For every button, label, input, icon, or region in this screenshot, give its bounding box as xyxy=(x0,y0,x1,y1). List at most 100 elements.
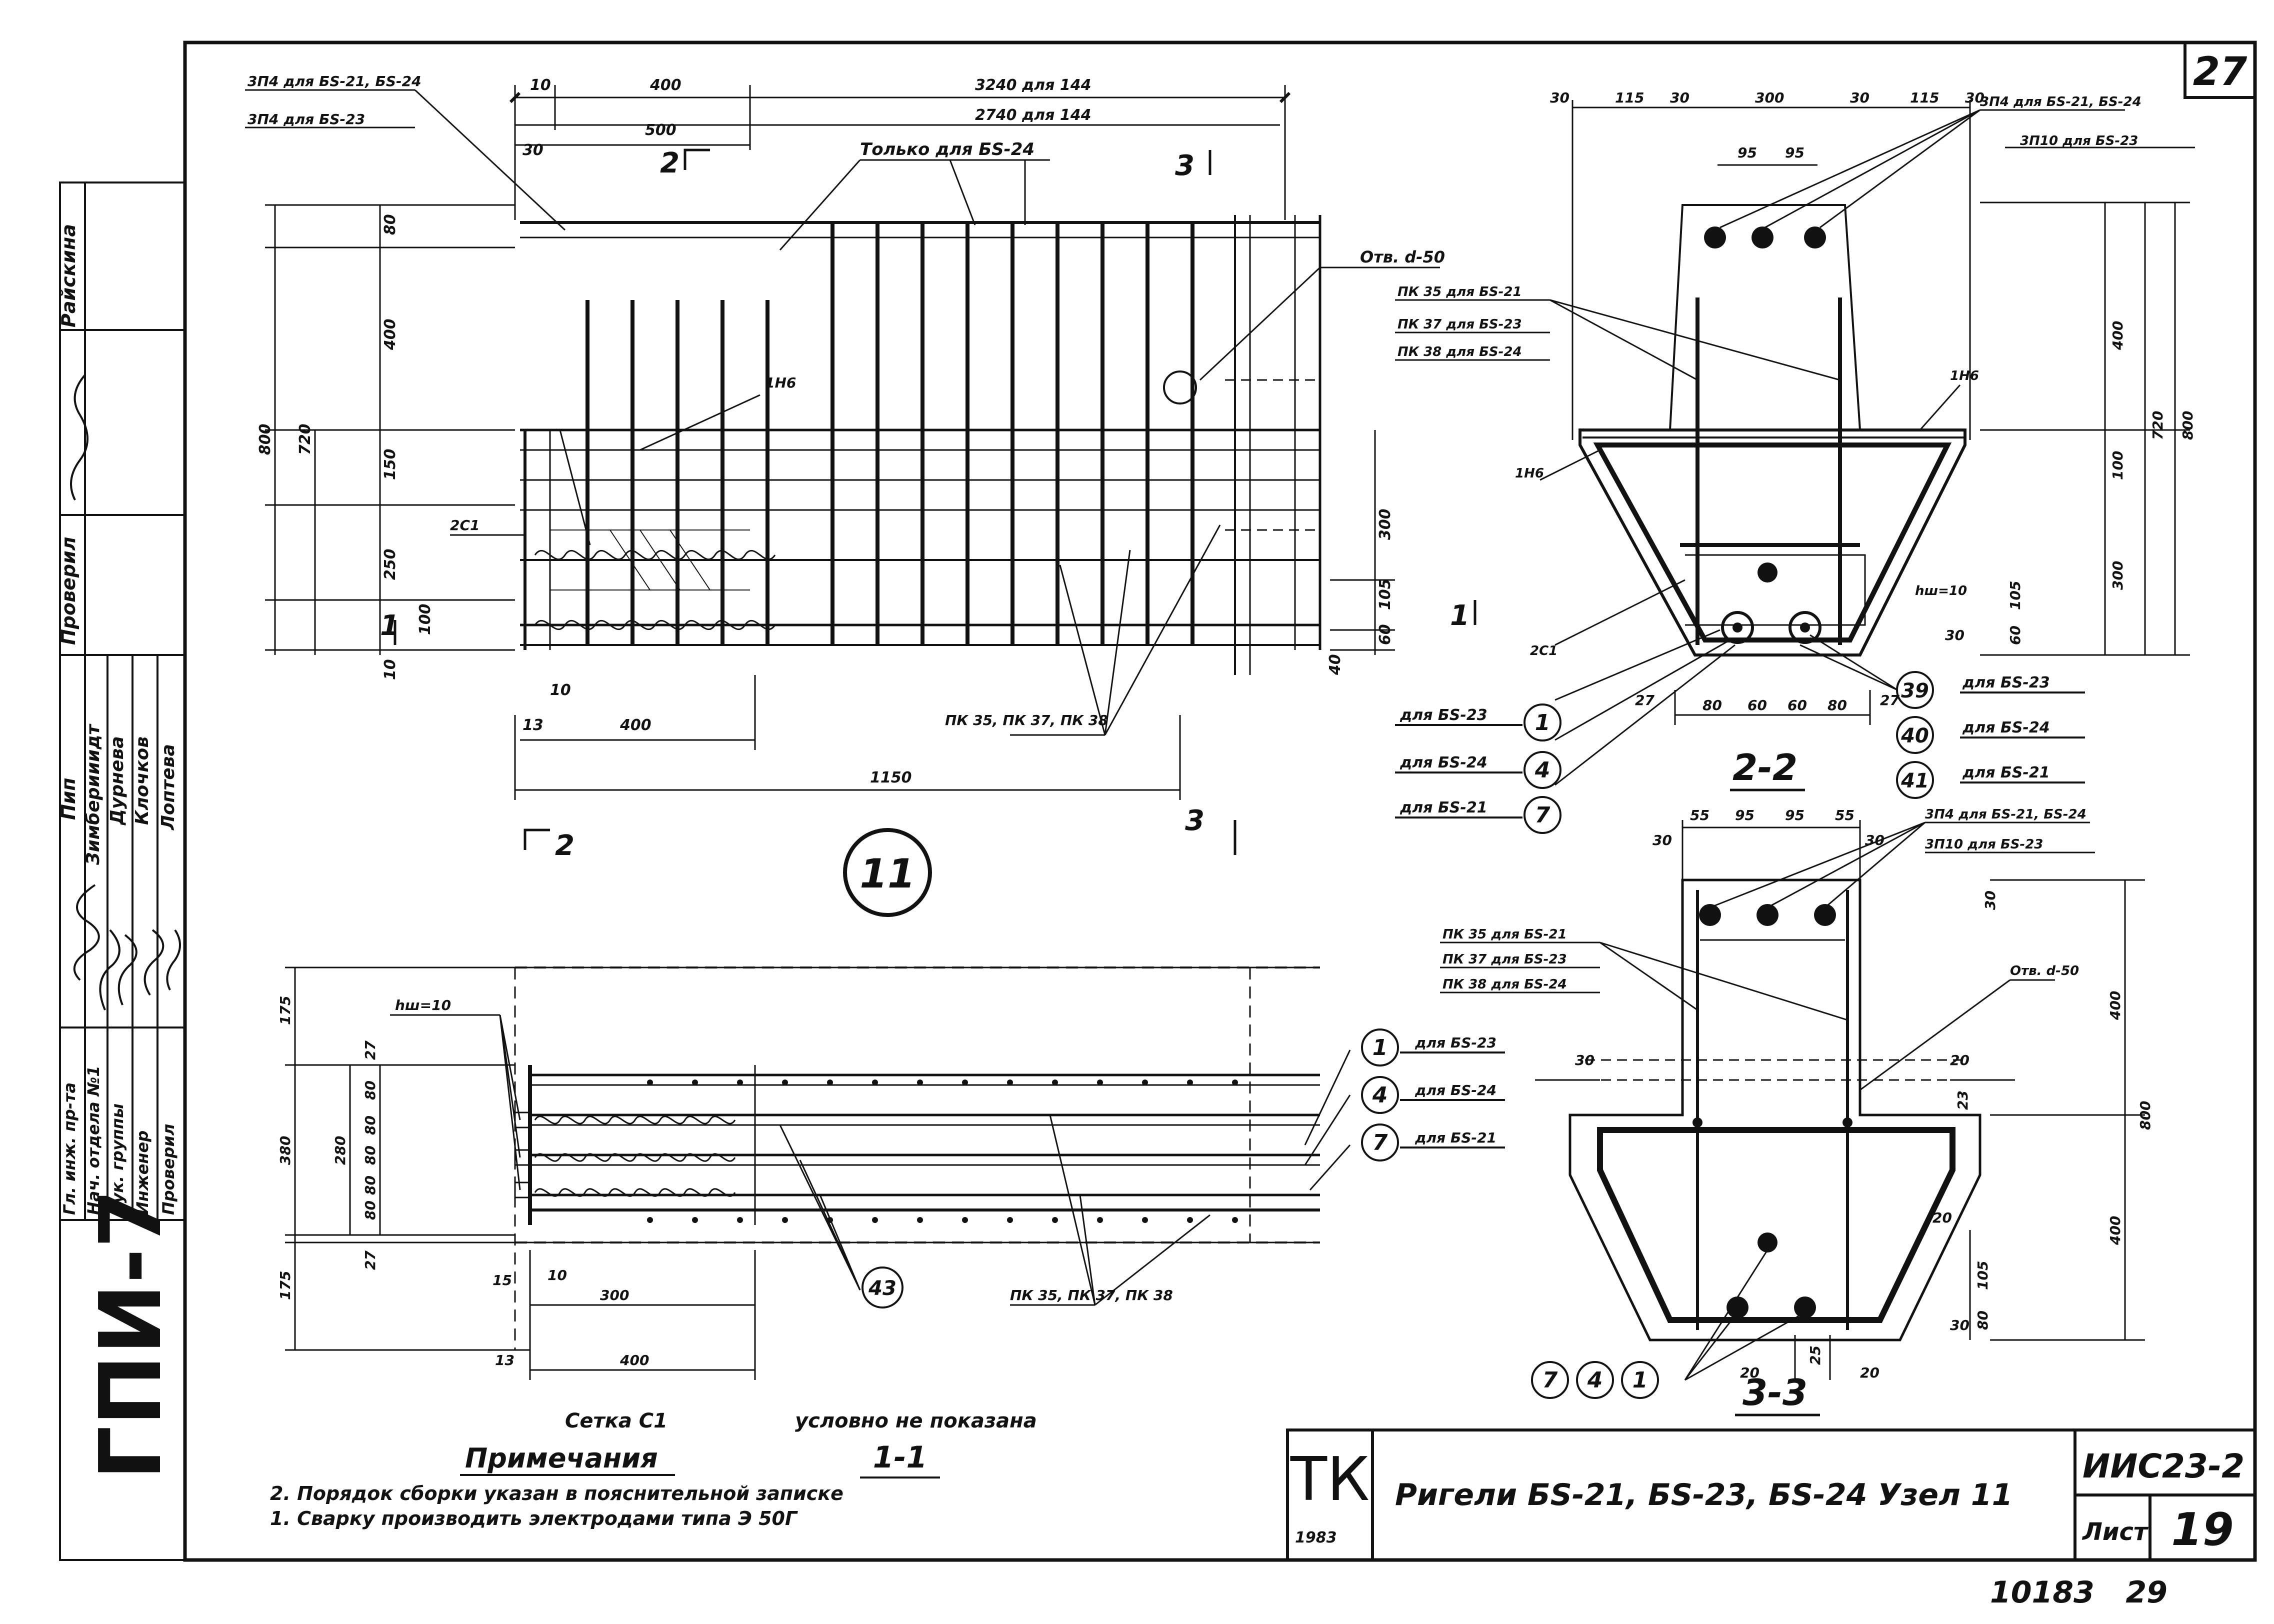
s33-r-30: 30 xyxy=(1982,890,1998,910)
s11-m1-text: для БS-23 xyxy=(1414,1034,1496,1051)
list-number: 19 xyxy=(2171,1504,2234,1556)
org-mark: ТК xyxy=(1290,1445,1370,1514)
s22-b-30: 30 xyxy=(1945,627,1964,644)
s22-r-60: 60 xyxy=(2007,626,2024,645)
s22-dim-5: 115 xyxy=(1910,90,1939,106)
dim-bottom-10: 10 xyxy=(550,682,571,699)
handwritten-signatures xyxy=(70,374,181,1010)
dim-right-40: 40 xyxy=(1326,654,1344,676)
sig-top-role: Проверил xyxy=(58,536,80,645)
s33-callout-l0: ПК 35 для БS-21 xyxy=(1442,927,1567,942)
s11-b-400: 400 xyxy=(620,1352,649,1368)
s22-dim-0: 30 xyxy=(1550,90,1570,106)
s33-m-20d: 20 xyxy=(1860,1364,1880,1381)
notes-title: Примечания xyxy=(465,1442,658,1474)
s11-hsh: hш=10 xyxy=(395,997,451,1014)
s11-m4-id: 4 xyxy=(1372,1082,1388,1108)
s22-m40-id: 40 xyxy=(1900,724,1929,748)
sig-name-1: Зимберииидт xyxy=(83,724,104,866)
s22-label-2c1: 2С1 xyxy=(1530,644,1558,658)
section-3-3-dimlines xyxy=(1535,820,2145,1341)
section-2-2-marker-text: 1 для БS-23 4 для БS-24 7 для БS-21 39 д… xyxy=(1400,674,2050,828)
s22-callout-l2: ПК 38 для БS-24 xyxy=(1398,344,1522,360)
s11-marker-43-text: 43 xyxy=(868,1277,896,1300)
sig-role-4: Инженер xyxy=(133,1130,152,1215)
dim-bottom-13: 13 xyxy=(522,716,544,734)
section-1-1-leaders xyxy=(390,1014,1351,1306)
notes-block: Сетка С1 условно не показана Примечания … xyxy=(270,1410,1037,1530)
note-item-2: 2. Порядок сборки указан в пояснительной… xyxy=(270,1482,844,1504)
sig-name-4: Лоптева xyxy=(158,744,178,830)
section-2-2-bars xyxy=(1704,226,1826,644)
s22-callout-l0: ПК 35 для БS-21 xyxy=(1398,284,1522,300)
hole-d50 xyxy=(1163,370,1197,404)
s22-m7-text: для БS-21 xyxy=(1400,799,1488,816)
s22-dim-7: 95 xyxy=(1738,144,1757,161)
s22-dim-6: 30 xyxy=(1965,90,1984,106)
section-2-2-title: 2-2 xyxy=(1732,746,1798,788)
dim-left-80: 80 xyxy=(382,214,399,235)
dim-right-60: 60 xyxy=(1376,624,1394,645)
dim-400-top: 400 xyxy=(650,76,682,94)
sig-role-2: Нач. отдела №1 xyxy=(84,1066,103,1215)
signature-strip xyxy=(59,182,186,1561)
s11-i-80d: 80 xyxy=(362,1176,378,1195)
section-1-1-marker-43: 43 xyxy=(862,1266,904,1308)
s11-pk: ПК 35, ПК 37, ПК 38 xyxy=(1010,1287,1173,1304)
dim-30: 30 xyxy=(522,142,544,159)
sig-name-2: Дурнева xyxy=(107,736,128,826)
s33-m-20a: 20 xyxy=(1950,1052,1970,1068)
dim-left-10: 10 xyxy=(382,659,399,680)
sig-role-3: Рук. группы xyxy=(108,1104,127,1215)
s11-l-175b: 175 xyxy=(277,1271,294,1300)
s11-l-175a: 175 xyxy=(277,996,294,1025)
s22-b-60a: 60 xyxy=(1748,697,1767,714)
s22-b-27b: 27 xyxy=(1880,692,1900,708)
callout-1n6-main: 1Н6 xyxy=(765,374,796,391)
s22-m40-text: для БS-24 xyxy=(1962,719,2050,736)
list-label: Лист xyxy=(2082,1518,2149,1546)
callout-pk-main: ПК 35, ПК 37, ПК 38 xyxy=(945,712,1108,728)
section-1-1 xyxy=(285,966,1320,1350)
s22-r-105: 105 xyxy=(2007,581,2024,610)
drawing-title: Ригели БS-21, БS-23, БS-24 Узел 11 xyxy=(1395,1478,2012,1512)
section-2-2 xyxy=(1578,204,1966,656)
s11-i-27a: 27 xyxy=(362,1040,378,1060)
mark-1-left: 1 xyxy=(380,610,400,642)
dim-3240: 3240 для 144 xyxy=(975,76,1091,94)
s22-callout-r1: 3П10 для БS-23 xyxy=(2020,134,2138,148)
org-year: 1983 xyxy=(1295,1529,1337,1546)
corner-number: 27 xyxy=(2193,50,2248,94)
s22-b-60b: 60 xyxy=(1788,697,1807,714)
s33-top-55b: 55 xyxy=(1835,807,1854,824)
s22-callout-l1: ПК 37 для БS-23 xyxy=(1398,317,1522,332)
s22-dim-8: 95 xyxy=(1785,144,1804,161)
callout-hole: Отв. d-50 xyxy=(1360,248,1445,266)
s33-m-30b: 30 xyxy=(1950,1317,1970,1334)
s33-callout-l2: ПК 38 для БS-24 xyxy=(1442,977,1567,992)
section-3-3 xyxy=(1568,878,1982,1380)
s11-l-280: 280 xyxy=(332,1136,348,1165)
dim-2740: 2740 для 144 xyxy=(975,106,1091,124)
s22-r-720: 720 xyxy=(2150,411,2166,440)
grid-note-a: Сетка С1 xyxy=(565,1410,668,1432)
s11-l-380: 380 xyxy=(277,1136,294,1165)
s11-m7-id: 7 xyxy=(1372,1130,1388,1156)
s11-b-15: 15 xyxy=(492,1272,512,1288)
s11-b-13: 13 xyxy=(495,1352,514,1368)
signature-text: Райскина Проверил Пип Гл. инж. пр-та Нач… xyxy=(58,224,178,1215)
title-block xyxy=(1286,1428,2256,1562)
sig-role-1: Гл. инж. пр-та xyxy=(60,1082,79,1215)
main-elevation-view xyxy=(520,215,1322,675)
s22-m39-id: 39 xyxy=(1901,680,1929,702)
title-block-text: ТК 1983 Ригели БS-21, БS-23, БS-24 Узел … xyxy=(1290,1445,2244,1556)
node-marker: 11 xyxy=(843,828,932,917)
section-3-3-callouts: 3П4 для БS-21, БS-24 3П10 для БS-23 Отв.… xyxy=(1442,807,2086,992)
s33-r-800: 800 xyxy=(2137,1101,2154,1130)
section-2-2-dimtext: 30 115 30 300 30 115 30 95 95 400 720 80… xyxy=(1550,90,2196,714)
s11-i-27b: 27 xyxy=(362,1250,378,1270)
s22-m7-id: 7 xyxy=(1535,802,1550,828)
dim-bottom-1150: 1150 xyxy=(870,769,912,786)
s22-label-hsh: hш=10 xyxy=(1915,584,1967,598)
dim-left-100: 100 xyxy=(416,604,434,635)
